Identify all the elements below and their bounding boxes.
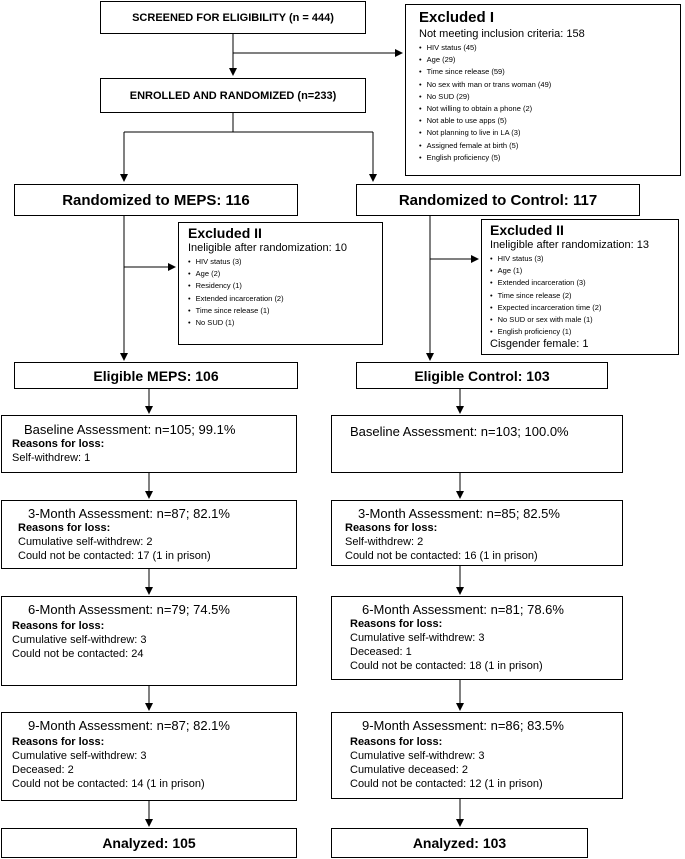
excluded-2-meps-subtitle: Ineligible after randomization: 10 — [188, 242, 347, 254]
eligible-control-box: Eligible Control: 103 — [356, 362, 608, 389]
excluded-2-meps-box: Excluded II Ineligible after randomizati… — [178, 222, 383, 345]
excluded-2-control-title: Excluded II — [490, 222, 564, 238]
control-3month-line: Could not be contacted: 16 (1 in prison) — [345, 550, 538, 562]
meps-baseline-title: Baseline Assessment: n=105; 99.1% — [24, 422, 236, 437]
meps-3month-line: Could not be contacted: 17 (1 in prison) — [18, 550, 211, 562]
meps-6month-reasons: Reasons for loss: — [12, 620, 105, 632]
control-9month-box: 9-Month Assessment: n=86; 83.5% Reasons … — [331, 712, 623, 799]
meps-analyzed-label: Analyzed: 105 — [102, 835, 196, 851]
meps-9month-reasons: Reasons for loss: — [12, 736, 105, 748]
list-item: Expected incarceration time (2) — [490, 302, 678, 314]
list-item: Time since release (2) — [490, 290, 678, 302]
list-item: Extended incarceration (2) — [188, 293, 382, 305]
list-item: Time since release (59) — [419, 66, 680, 78]
eligible-meps-label: Eligible MEPS: 106 — [93, 367, 219, 384]
screening-label: SCREENED FOR ELIGIBILITY (n = 444) — [132, 11, 334, 24]
list-item: Not planning to live in LA (3) — [419, 127, 680, 139]
list-item: Assigned female at birth (5) — [419, 140, 680, 152]
randomized-meps-box: Randomized to MEPS: 116 — [14, 184, 298, 216]
list-item: No SUD (1) — [188, 317, 382, 329]
meps-6month-line: Cumulative self-withdrew: 3 — [12, 634, 147, 646]
excluded-1-list: HIV status (45) Age (29) Time since rele… — [419, 42, 680, 164]
list-item: HIV status (3) — [188, 256, 382, 268]
control-9month-title: 9-Month Assessment: n=86; 83.5% — [362, 718, 564, 733]
excluded-1-box: Excluded I Not meeting inclusion criteri… — [405, 4, 681, 176]
meps-3month-line: Cumulative self-withdrew: 2 — [18, 536, 153, 548]
list-item: Extended incarceration (3) — [490, 277, 678, 289]
meps-baseline-line: Self-withdrew: 1 — [12, 452, 91, 464]
meps-9month-line: Cumulative self-withdrew: 3 — [12, 750, 147, 762]
list-item: HIV status (45) — [419, 42, 680, 54]
meps-9month-line: Deceased: 2 — [12, 764, 74, 776]
meps-3month-box: 3-Month Assessment: n=87; 82.1% Reasons … — [1, 500, 297, 569]
list-item: Age (2) — [188, 268, 382, 280]
control-3month-box: 3-Month Assessment: n=85; 82.5% Reasons … — [331, 500, 623, 566]
excluded-2-control-subtitle: Ineligible after randomization: 13 — [490, 239, 649, 251]
control-analyzed-label: Analyzed: 103 — [412, 835, 507, 851]
excluded-2-control-extra: Cisgender female: 1 — [490, 338, 589, 351]
excluded-1-subtitle: Not meeting inclusion criteria: 158 — [419, 28, 585, 40]
list-item: Not able to use apps (5) — [419, 115, 680, 127]
control-baseline-box: Baseline Assessment: n=103; 100.0% — [331, 415, 623, 473]
meps-9month-title: 9-Month Assessment: n=87; 82.1% — [28, 718, 230, 733]
control-9month-line: Cumulative deceased: 2 — [350, 764, 469, 776]
eligible-meps-box: Eligible MEPS: 106 — [14, 362, 298, 389]
screening-box: SCREENED FOR ELIGIBILITY (n = 444) — [100, 1, 366, 34]
excluded-2-meps-list: HIV status (3) Age (2) Residency (1) Ext… — [188, 256, 382, 329]
control-baseline-title: Baseline Assessment: n=103; 100.0% — [350, 424, 569, 439]
meps-9month-line: Could not be contacted: 14 (1 in prison) — [12, 778, 205, 790]
enrolled-box: ENROLLED AND RANDOMIZED (n=233) — [100, 78, 366, 113]
meps-baseline-box: Baseline Assessment: n=105; 99.1% Reason… — [1, 415, 297, 473]
list-item: No SUD or sex with male (1) — [490, 314, 678, 326]
excluded-1-title: Excluded I — [419, 9, 495, 26]
list-item: Residency (1) — [188, 280, 382, 292]
control-analyzed-box: Analyzed: 103 — [331, 828, 588, 858]
control-6month-title: 6-Month Assessment: n=81; 78.6% — [362, 602, 564, 617]
control-6month-line: Cumulative self-withdrew: 3 — [350, 632, 485, 644]
control-9month-reasons: Reasons for loss: — [350, 736, 443, 748]
list-item: Age (29) — [419, 54, 680, 66]
list-item: Time since release (1) — [188, 305, 382, 317]
list-item: HIV status (3) — [490, 253, 678, 265]
list-item: English proficiency (1) — [490, 326, 678, 338]
excluded-2-control-box: Excluded II Ineligible after randomizati… — [481, 219, 679, 355]
list-item: English proficiency (5) — [419, 152, 680, 164]
randomized-meps-label: Randomized to MEPS: 116 — [62, 191, 250, 209]
meps-6month-title: 6-Month Assessment: n=79; 74.5% — [28, 602, 230, 617]
meps-9month-box: 9-Month Assessment: n=87; 82.1% Reasons … — [1, 712, 297, 801]
control-6month-line: Deceased: 1 — [350, 646, 412, 658]
meps-3month-reasons: Reasons for loss: — [18, 522, 111, 534]
meps-baseline-reasons: Reasons for loss: — [12, 438, 105, 450]
meps-3month-title: 3-Month Assessment: n=87; 82.1% — [28, 506, 230, 521]
randomized-control-label: Randomized to Control: 117 — [398, 191, 598, 209]
meps-6month-box: 6-Month Assessment: n=79; 74.5% Reasons … — [1, 596, 297, 686]
control-9month-line: Could not be contacted: 12 (1 in prison) — [350, 778, 543, 790]
meps-6month-line: Could not be contacted: 24 — [12, 648, 144, 660]
control-3month-line: Self-withdrew: 2 — [345, 536, 424, 548]
control-6month-reasons: Reasons for loss: — [350, 618, 443, 630]
list-item: Age (1) — [490, 265, 678, 277]
excluded-2-control-list: HIV status (3) Age (1) Extended incarcer… — [490, 253, 678, 338]
list-item: No SUD (29) — [419, 91, 680, 103]
enrolled-label: ENROLLED AND RANDOMIZED (n=233) — [129, 89, 337, 102]
control-3month-reasons: Reasons for loss: — [345, 522, 438, 534]
control-6month-box: 6-Month Assessment: n=81; 78.6% Reasons … — [331, 596, 623, 680]
meps-analyzed-box: Analyzed: 105 — [1, 828, 297, 858]
randomized-control-box: Randomized to Control: 117 — [356, 184, 640, 216]
list-item: Not willing to obtain a phone (2) — [419, 103, 680, 115]
control-9month-line: Cumulative self-withdrew: 3 — [350, 750, 485, 762]
list-item: No sex with man or trans woman (49) — [419, 79, 680, 91]
control-6month-line: Could not be contacted: 18 (1 in prison) — [350, 660, 543, 672]
excluded-2-meps-title: Excluded II — [188, 225, 262, 241]
eligible-control-label: Eligible Control: 103 — [414, 367, 550, 384]
control-3month-title: 3-Month Assessment: n=85; 82.5% — [358, 506, 560, 521]
